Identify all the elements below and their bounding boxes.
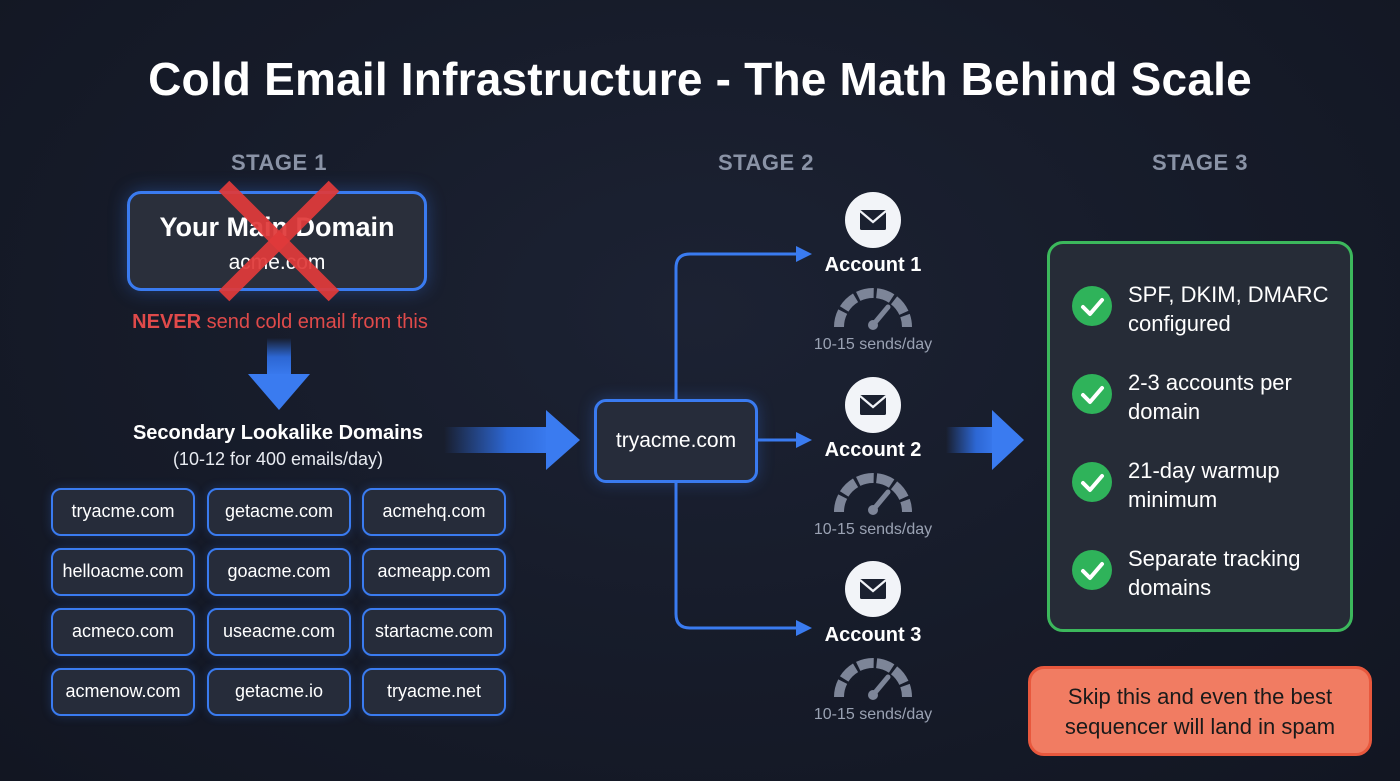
- account-1-label: Account 1: [824, 254, 922, 276]
- down-arrow: [248, 338, 310, 410]
- domain-chip: tryacme.com: [51, 488, 195, 536]
- account-2-label: Account 2: [824, 439, 922, 461]
- domain-chip: useacme.com: [207, 608, 351, 656]
- speed-gauge-icon: [834, 288, 912, 330]
- spam-warning-box: Skip this and even the best sequencer wi…: [1028, 666, 1372, 756]
- check-icon: [1072, 374, 1112, 414]
- checklist-item-line1: 2-3 accounts per: [1128, 370, 1292, 395]
- domain-chip: goacme.com: [207, 548, 351, 596]
- domain-chip: tryacme.net: [362, 668, 506, 716]
- domain-chip: acmenow.com: [51, 668, 195, 716]
- checklist-item-line1: Separate tracking: [1128, 546, 1301, 571]
- check-icon: [1072, 550, 1112, 590]
- envelope-icon: [845, 377, 901, 433]
- branch-arrowheads: [796, 246, 812, 636]
- domain-chip: acmehq.com: [362, 488, 506, 536]
- domain-chip: acmeco.com: [51, 608, 195, 656]
- account-3-group: [845, 561, 901, 617]
- spam-warning-line2: sequencer will land in spam: [1064, 714, 1336, 739]
- right-arrow-to-checklist: [946, 410, 1024, 470]
- checklist-item-line2: minimum: [1128, 487, 1218, 512]
- branch-lines: [674, 252, 798, 630]
- account-2-group: [845, 377, 901, 433]
- account-1-group: [845, 192, 901, 248]
- envelope-icon: [845, 192, 901, 248]
- never-warning: NEVER send cold email from this: [60, 311, 500, 334]
- check-icon: [1072, 462, 1112, 502]
- speed-gauge-icon: [834, 473, 912, 515]
- page-title: Cold Email Infrastructure - The Math Beh…: [148, 53, 1252, 105]
- speed-gauge-icon: [834, 658, 912, 700]
- stage-1-label: STAGE 1: [230, 150, 327, 175]
- requirements-checklist: SPF, DKIM, DMARC configured 2-3 accounts …: [1047, 241, 1353, 632]
- never-warning-strong: NEVER: [132, 311, 202, 333]
- cross-out-icon: [218, 180, 340, 302]
- account-3-label: Account 3: [824, 624, 922, 646]
- envelope-icon: [845, 561, 901, 617]
- domain-chip: helloacme.com: [51, 548, 195, 596]
- spam-warning-line1: Skip this and even the best: [1067, 684, 1333, 709]
- checklist-item-line2: domain: [1128, 399, 1201, 424]
- sending-domain-box: tryacme.com: [594, 399, 758, 483]
- domain-chip: getacme.com: [207, 488, 351, 536]
- domain-chip: acmeapp.com: [362, 548, 506, 596]
- domain-chip: getacme.io: [207, 668, 351, 716]
- account-1-rate: 10-15 sends/day: [813, 336, 933, 353]
- stage-2-label: STAGE 2: [717, 150, 814, 175]
- check-icon: [1072, 286, 1112, 326]
- checklist-item-line2: configured: [1128, 311, 1231, 336]
- account-2-rate: 10-15 sends/day: [813, 521, 933, 538]
- checklist-item-line1: 21-day warmup: [1128, 458, 1280, 483]
- domain-chip: startacme.com: [362, 608, 506, 656]
- checklist-item-line1: SPF, DKIM, DMARC: [1128, 282, 1329, 307]
- checklist-item-line2: domains: [1128, 575, 1212, 600]
- stage-3-label: STAGE 3: [1151, 150, 1248, 175]
- secondary-domains-subtitle: (10-12 for 400 emails/day): [172, 449, 384, 469]
- account-3-rate: 10-15 sends/day: [813, 706, 933, 723]
- secondary-domains-title: Secondary Lookalike Domains: [132, 422, 424, 444]
- right-arrow-to-domain: [444, 410, 580, 470]
- never-warning-rest: send cold email from this: [201, 311, 428, 333]
